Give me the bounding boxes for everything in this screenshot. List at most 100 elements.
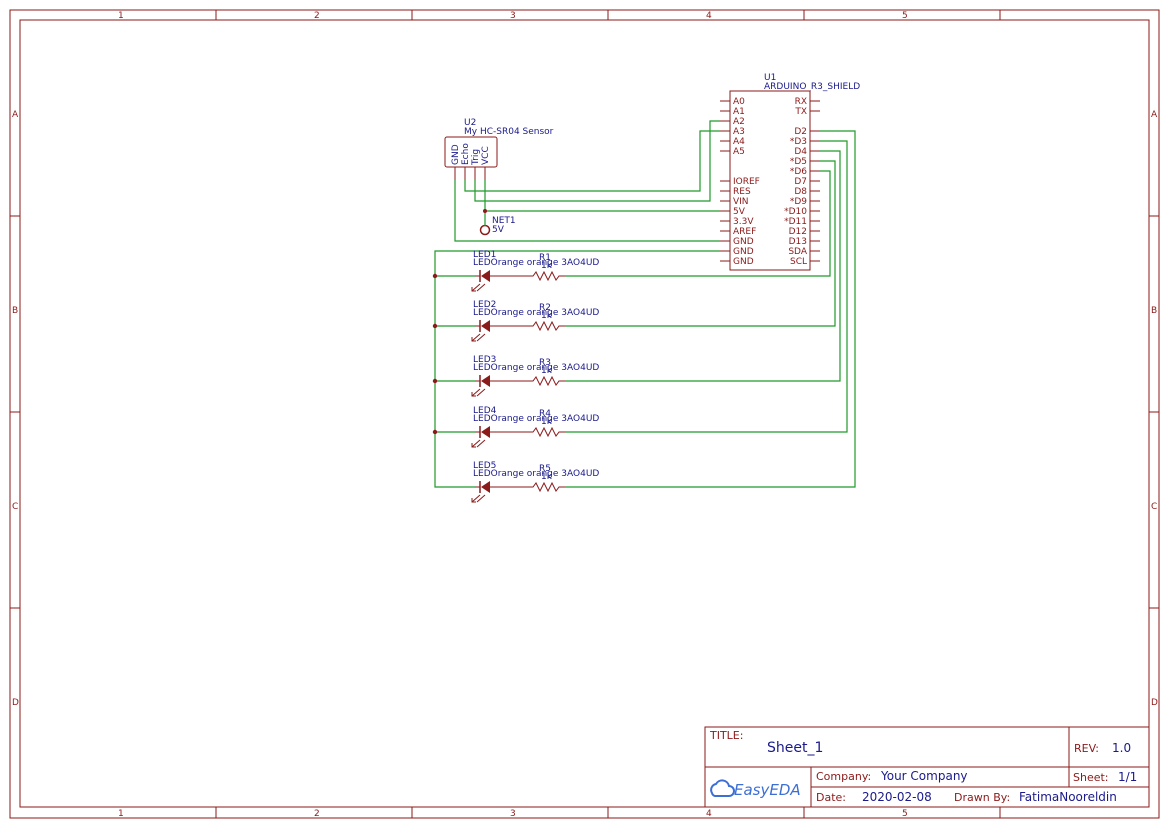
led-value: LEDOrange orange 3AO4UD (473, 469, 599, 479)
u1-pin-label: VIN (733, 197, 749, 207)
u2-pin-label: GND (451, 144, 461, 165)
resistor-value: 1k (541, 417, 553, 427)
u1-pin-label: A3 (733, 127, 745, 137)
led-diode-icon (481, 320, 490, 332)
resistor-icon (530, 481, 565, 493)
date-label: Date: (816, 791, 846, 804)
u1-pin-label: D8 (794, 187, 807, 197)
led-value: LEDOrange orange 3AO4UD (473, 363, 599, 373)
column-label: 2 (314, 11, 320, 21)
u1-pin-label: *D5 (790, 157, 807, 167)
u1-left-pins: A0A1A2A3A4A5IOREFRESVIN5V3.3VAREFGNDGNDG… (720, 97, 760, 267)
led-ref: LED4 (473, 406, 497, 416)
row-label: D (1151, 698, 1158, 708)
resistor-value: 1k (541, 366, 553, 376)
sheet-label: Sheet: (1073, 771, 1109, 784)
u1-pin-label: *D6 (790, 167, 807, 177)
wires-led-signal (565, 130, 856, 488)
resistor-ref: R4 (539, 409, 551, 419)
column-label: 2 (314, 809, 320, 819)
u1-pin-label: D13 (789, 237, 807, 247)
u1-pin-label: A0 (733, 97, 745, 107)
led-value: LEDOrange orange 3AO4UD (473, 414, 599, 424)
u1-name: ARDUINO_R3_SHIELD (764, 82, 860, 92)
u1-pin-label: *D11 (784, 217, 807, 227)
row-label: C (1151, 502, 1157, 512)
u2-body (444, 136, 498, 168)
u2-pin-label: VCC (481, 146, 491, 165)
resistor-ref: R1 (539, 253, 551, 263)
u1-pin-label: AREF (733, 227, 756, 237)
led-diode-icon (481, 270, 490, 282)
resistor-value: 1k (541, 261, 553, 271)
sheet-value: 1/1 (1118, 770, 1137, 784)
grid-dividers (10, 10, 1159, 818)
title-label: TITLE: (709, 729, 743, 742)
resistor-value: 1k (541, 472, 553, 482)
resistor-ref: R2 (539, 303, 551, 313)
resistor-value: 1k (541, 311, 553, 321)
rev-label: REV: (1074, 742, 1099, 755)
row-label: A (1151, 110, 1158, 120)
u1-pin-label: *D3 (790, 137, 807, 147)
row-labels-left: A B C D (12, 110, 19, 708)
u1-pin-label: *D10 (784, 207, 807, 217)
u1-pin-label: IOREF (733, 177, 760, 187)
wires-led-ground (432, 250, 720, 488)
column-label: 4 (706, 809, 712, 819)
u1-pin-label: RES (733, 187, 751, 197)
u1-ref: U1 (764, 73, 776, 83)
date-value: 2020-02-08 (862, 790, 932, 804)
column-label: 4 (706, 11, 712, 21)
resistor-ref: R3 (539, 358, 551, 368)
led-ref: LED5 (473, 461, 496, 471)
u1-pin-label: D2 (794, 127, 807, 137)
u1-pin-label: GND (733, 247, 754, 257)
u1-right-pins: RXTXD2*D3D4*D5*D6D7D8*D9*D10*D11D12D13SD… (784, 97, 820, 267)
column-label: 5 (902, 11, 908, 21)
wires-sensor (454, 120, 720, 242)
company-label: Company: (816, 770, 871, 783)
row-label: B (1151, 306, 1157, 316)
u2-pin-label: Trig (471, 149, 481, 166)
net1-ref: NET1 (492, 216, 516, 226)
led-ref: LED1 (473, 250, 496, 260)
row-label: D (12, 698, 19, 708)
row-label: B (12, 306, 18, 316)
column-label: 1 (118, 809, 124, 819)
led-diode-icon (481, 375, 490, 387)
u2-pin-label: Echo (461, 143, 471, 165)
net-flag-5v[interactable]: NET1 5V (479, 216, 516, 236)
u1-pin-label: 3.3V (733, 217, 754, 227)
u1-pin-label: D4 (794, 147, 807, 157)
sheet-title: Sheet_1 (767, 740, 823, 756)
u1-pin-label: A4 (733, 137, 745, 147)
u1-pin-label: TX (794, 107, 807, 117)
row-label: A (12, 110, 19, 120)
arduino-shield-u1[interactable]: U1 ARDUINO_R3_SHIELD A0A1A2A3A4A5IOREFRE… (720, 73, 860, 271)
title-block: TITLE: Sheet_1 REV: 1.0 Company: Your Co… (704, 726, 1150, 808)
u2-ref: U2 (464, 118, 476, 128)
led-diode-icon (481, 481, 490, 493)
resistor-icon (530, 270, 565, 282)
easyeda-logo-text: EasyEDA (734, 781, 801, 799)
rev-value: 1.0 (1112, 741, 1131, 755)
u1-pin-label: A2 (733, 117, 745, 127)
u1-pin-label: GND (733, 237, 754, 247)
u1-pin-label: *D9 (790, 197, 807, 207)
u1-pin-label: A1 (733, 107, 745, 117)
u1-pin-label: GND (733, 257, 754, 267)
u1-pin-label: D7 (794, 177, 807, 187)
row-label: C (12, 502, 18, 512)
column-label: 1 (118, 11, 124, 21)
